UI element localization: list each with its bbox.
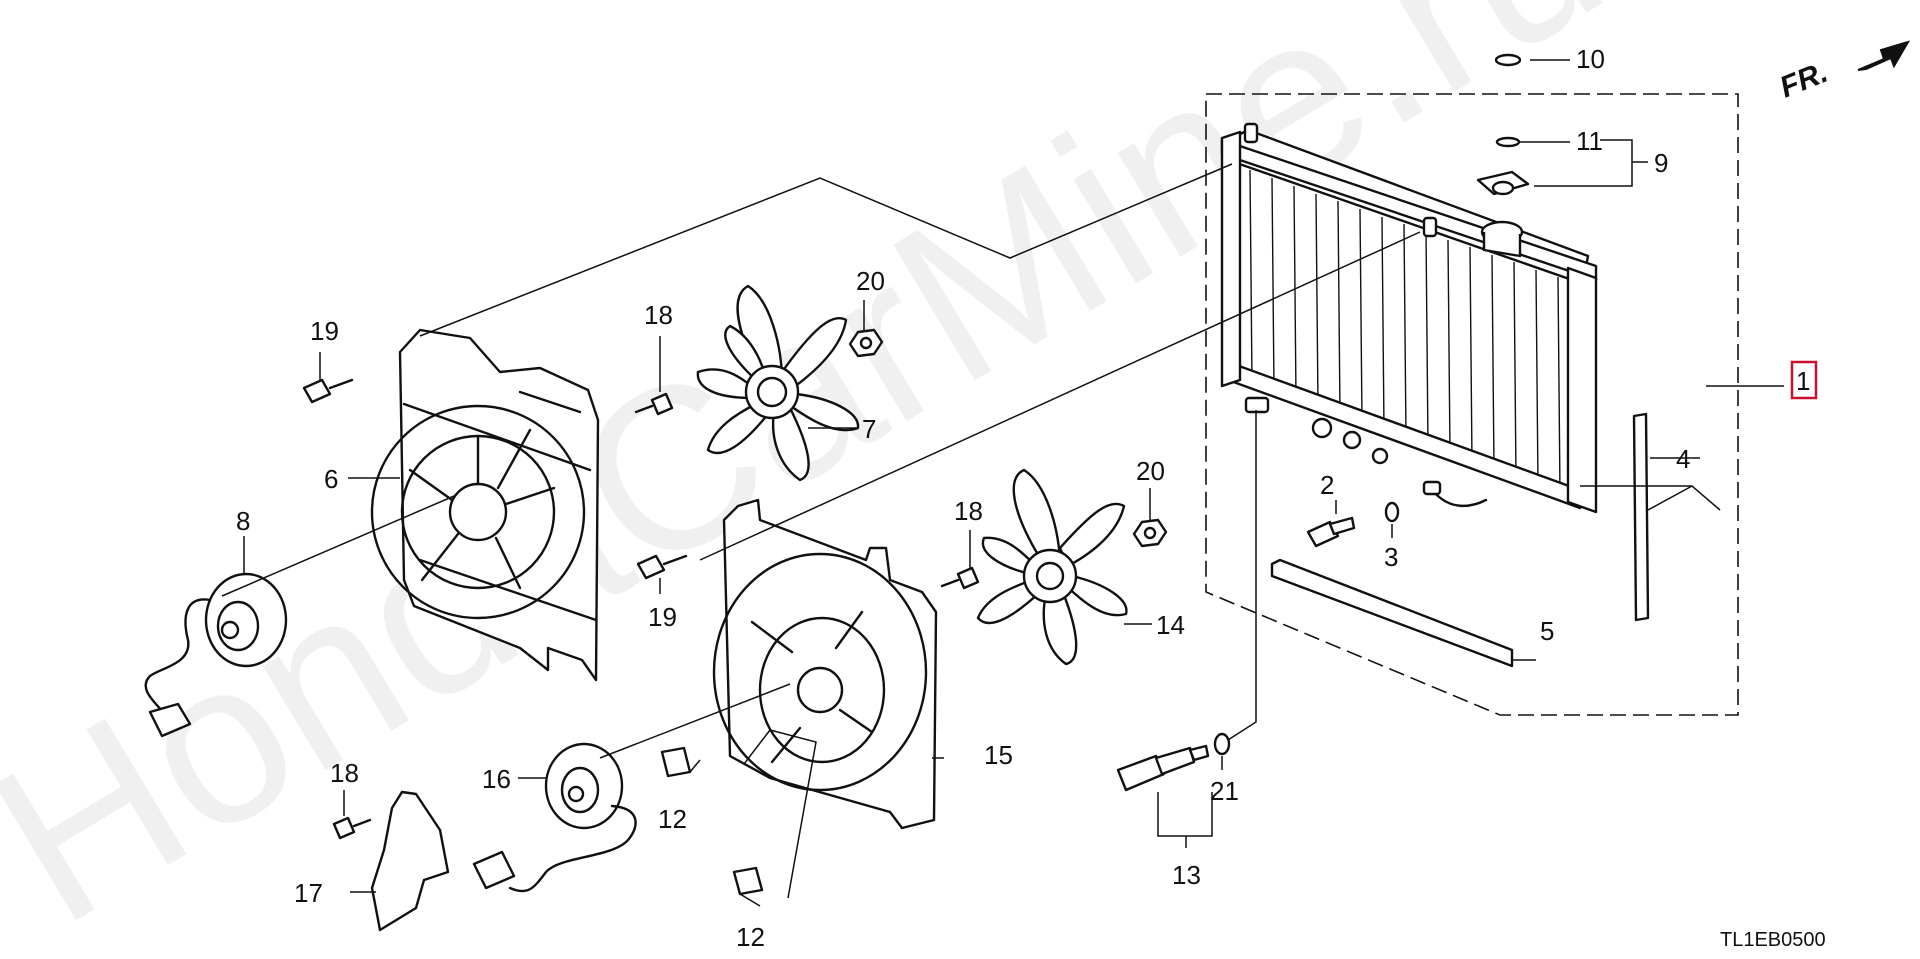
callout-3: 3 [1384,542,1398,572]
callout-20-lower: 20 [1136,456,1165,486]
radiator-cap [1476,170,1530,196]
bolt-18-lower [332,816,372,840]
cooling-fan-upper [696,284,860,482]
fan-motor-left [144,572,288,738]
callout-16: 16 [482,764,511,794]
callout-11: 11 [1576,126,1603,156]
callout-14: 14 [1156,610,1185,640]
nut-20-lower [1132,518,1168,548]
bolt-19-lower [636,554,688,580]
front-direction-indicator: FR. [1775,40,1911,105]
cushion-strip-vertical [1632,412,1650,622]
assembly-callout: 1 [1796,366,1810,396]
callout-18-middle: 18 [954,496,983,526]
callout-18-lower: 18 [330,758,359,788]
diagram-code: TL1EB0500 [1720,929,1826,951]
cooling-fan-lower [976,468,1128,666]
front-arrow-icon [1857,40,1911,71]
temperature-sensor [1116,744,1210,792]
callout-6: 6 [324,464,338,494]
callout-19-upper: 19 [310,316,339,346]
callout-8: 8 [236,506,250,536]
fan-motor-right [472,742,637,893]
wire-bracket [370,790,450,932]
cushion-strip-horizontal [1270,558,1514,668]
callout-17: 17 [294,878,323,908]
clip-12-lower [732,866,764,896]
fan-shroud-right [712,498,938,830]
fan-shroud-left [370,328,600,682]
callout-12-lower: 12 [736,922,765,952]
callout-13: 13 [1172,860,1201,890]
callout-12-upper: 12 [658,804,687,834]
leader-lines [221,59,1784,907]
o-ring-11 [1495,136,1521,148]
callout-4: 4 [1676,444,1690,474]
radiator-core [1220,122,1598,514]
callout-18-upper: 18 [644,300,673,330]
callout-21: 21 [1210,776,1239,806]
drain-plug [1306,516,1356,548]
assembly-callout-box [1790,360,1818,400]
drain-washer [1384,501,1400,523]
callout-5: 5 [1540,616,1554,646]
nut-20-upper [848,328,884,358]
bolt-18-middle [940,566,980,590]
bolt-19-upper [302,378,354,404]
callout-9: 9 [1654,148,1668,178]
radiator-assembly-group [1205,93,1739,716]
watermark: HondaCarMine.ru [0,0,1641,959]
callout-2: 2 [1320,470,1334,500]
clip-12-upper [660,746,692,778]
callout-labels: 1 2 3 4 5 6 7 8 9 10 11 12 12 13 14 15 1… [236,44,1818,952]
callout-15: 15 [984,740,1013,770]
callout-7: 7 [862,414,876,444]
callout-10: 10 [1576,44,1605,74]
direction-label: FR. [1775,56,1832,105]
bolt-18-upper [634,392,674,416]
o-ring-10 [1494,53,1522,67]
callout-19-lower: 19 [648,602,677,632]
sensor-washer [1213,732,1231,756]
callout-20-upper: 20 [856,266,885,296]
